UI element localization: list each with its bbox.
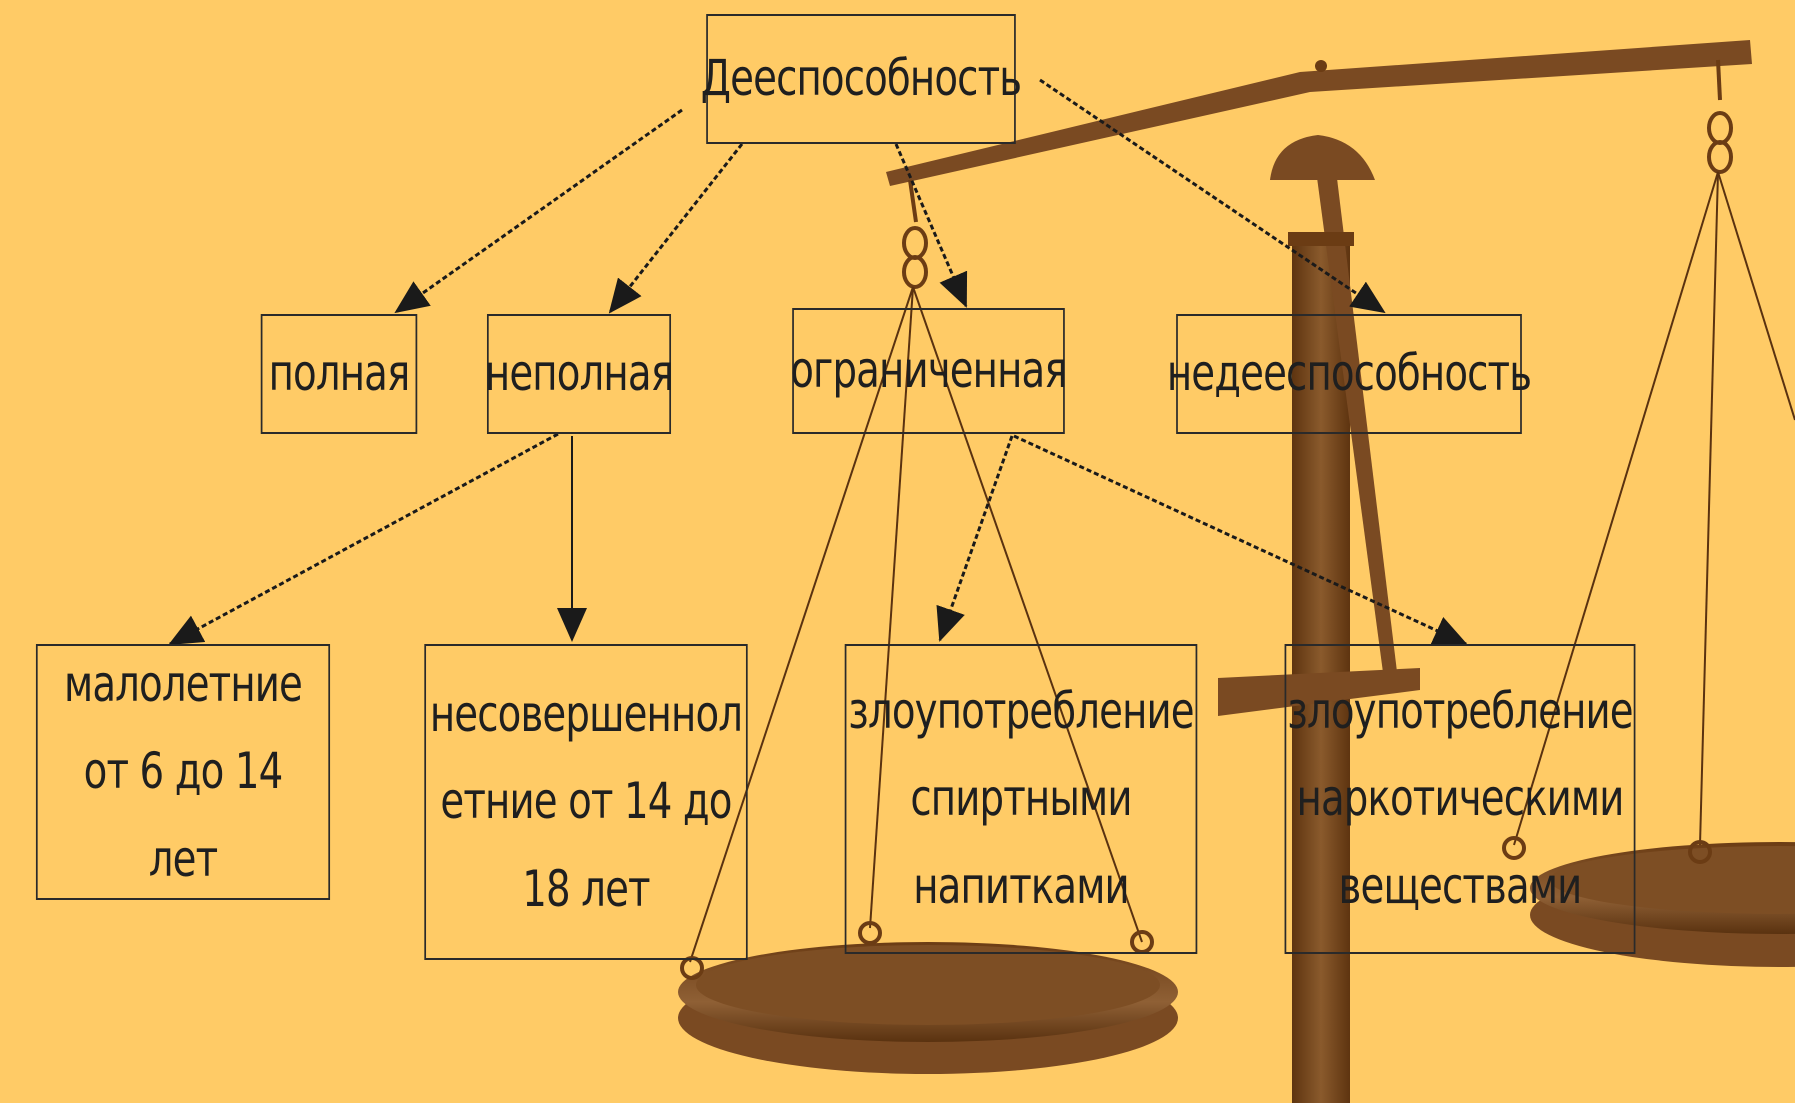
scales-pointer [1316, 170, 1398, 680]
scales-pillar [1292, 240, 1350, 1103]
left-strings [689, 286, 1143, 963]
left-chain [902, 179, 928, 289]
arrow-root-partial [608, 143, 744, 314]
minors-label: малолетние от 6 до 14 лет [63, 654, 303, 888]
right-strings [1513, 171, 1795, 846]
root-label: Дееспособность [700, 49, 1022, 108]
scales-crossbar [1218, 668, 1420, 716]
scales-beam [886, 40, 1752, 186]
node-minors: малолетние от 6 до 14 лет [35, 644, 331, 900]
node-underage: несовершеннолетние от 14 до 18 лет [424, 644, 748, 960]
arrow-root-incapacity [1039, 78, 1386, 314]
right-pan [1502, 836, 1795, 967]
arrow-root-limited [894, 143, 968, 308]
node-limited: ограниченная [790, 308, 1068, 434]
scales-cap [1270, 135, 1375, 180]
drugs-label: злоупотребление наркотическими веществам… [1287, 681, 1633, 915]
arrow-limited-drugs [1013, 434, 1468, 646]
root-node: Дееспособность [701, 14, 1022, 144]
arrow-root-full [394, 108, 683, 314]
node-full: полная [260, 314, 418, 434]
node-partial: неполная [484, 314, 674, 434]
node-drugs: злоупотребление наркотическими веществам… [1284, 644, 1636, 954]
right-chain [1707, 59, 1733, 174]
underage-label: несовершеннолетние от 14 до 18 лет [429, 684, 743, 918]
alcohol-label: злоупотребление спиртными напитками [848, 681, 1194, 915]
node-incapacity: недееспособность [1167, 314, 1532, 434]
partial-label: неполная [484, 344, 674, 403]
arrow-partial-minors [168, 432, 559, 646]
arrow-limited-alcohol [936, 435, 1014, 642]
node-alcohol: злоупотребление спиртными напитками [844, 644, 1198, 954]
limited-label: ограниченная [790, 341, 1067, 400]
left-pan [678, 921, 1178, 1074]
full-label: полная [268, 344, 411, 403]
incapacity-label: недееспособность [1166, 344, 1532, 403]
